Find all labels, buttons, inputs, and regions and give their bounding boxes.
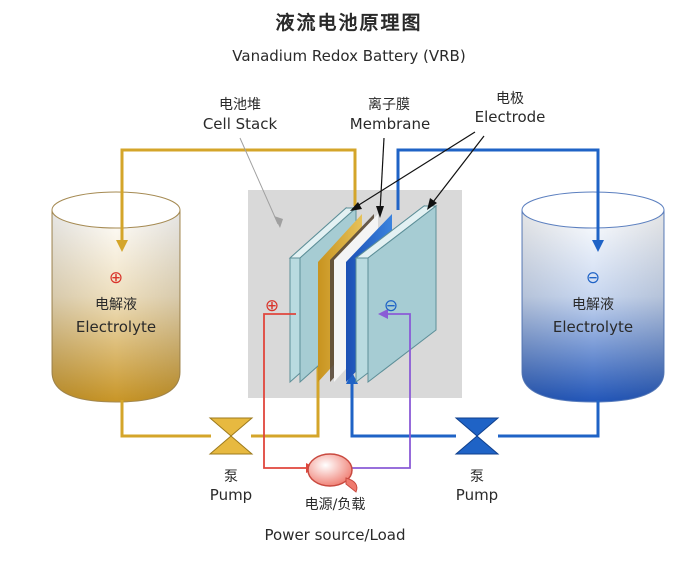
arrow-up-right-return bbox=[346, 372, 358, 384]
arrow-down-right-tank bbox=[592, 240, 604, 252]
membrane-label-en: Membrane bbox=[349, 115, 431, 133]
left-pump-icon bbox=[208, 417, 254, 455]
electric-wires bbox=[263, 313, 411, 469]
electrode-label-en: Electrode bbox=[474, 108, 546, 126]
right-tank-label-en: Electrolyte bbox=[552, 318, 634, 336]
stack-negative-sign: ⊖ bbox=[383, 296, 399, 316]
load-label-zh: 电源/负载 bbox=[304, 497, 366, 513]
title-chinese: 液流电池原理图 bbox=[275, 12, 423, 34]
cell-stack-label-zh: 电池堆 bbox=[219, 97, 261, 113]
left-tank-sign: ⊕ bbox=[108, 268, 124, 288]
stack-plates bbox=[288, 204, 438, 384]
stack-positive-sign: ⊕ bbox=[264, 296, 280, 316]
right-pump-icon bbox=[454, 417, 500, 455]
cell-stack-label-en: Cell Stack bbox=[202, 115, 278, 133]
left-pump-label-en: Pump bbox=[209, 486, 253, 504]
power-load bbox=[307, 453, 358, 493]
left-tank-label-en: Electrolyte bbox=[75, 318, 157, 336]
left-pump-label-zh: 泵 bbox=[224, 469, 238, 485]
right-tank bbox=[521, 191, 665, 403]
load-label-en: Power source/Load bbox=[264, 526, 406, 544]
arrow-to-stack bbox=[378, 309, 388, 319]
electrode-label-zh: 电极 bbox=[496, 91, 524, 107]
right-pump-label-en: Pump bbox=[455, 486, 499, 504]
left-tank-label-zh: 电解液 bbox=[95, 297, 137, 313]
arrow-down-left-tank bbox=[116, 240, 128, 252]
leader-lines bbox=[239, 131, 485, 228]
right-pump-label-zh: 泵 bbox=[470, 469, 484, 485]
right-tank-sign: ⊖ bbox=[585, 268, 601, 288]
right-tank-label-zh: 电解液 bbox=[572, 297, 614, 313]
title-english: Vanadium Redox Battery (VRB) bbox=[232, 47, 466, 65]
membrane-label-zh: 离子膜 bbox=[368, 97, 410, 113]
left-tank bbox=[51, 191, 181, 403]
